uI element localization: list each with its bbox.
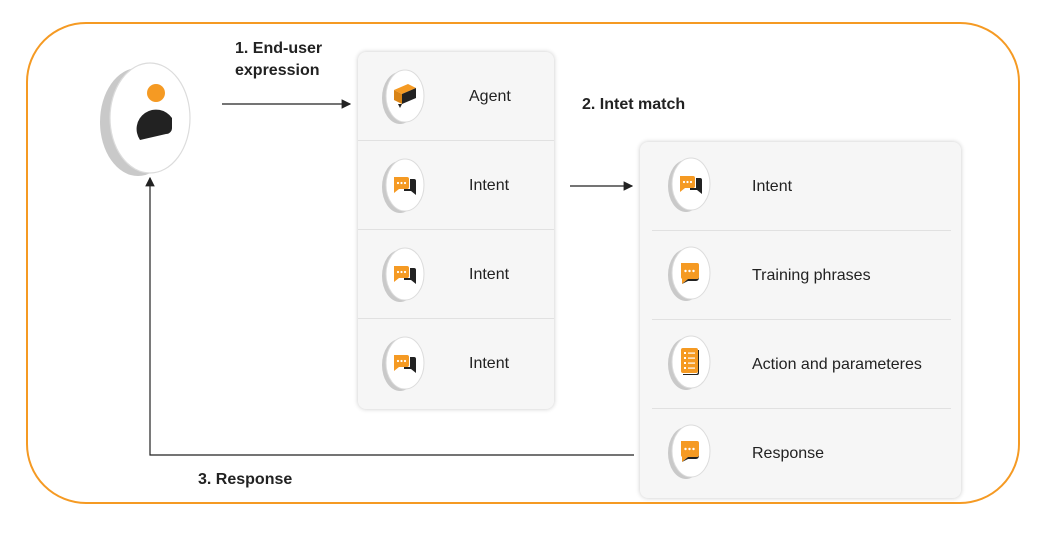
- chat-bubbles-icon: [381, 158, 425, 213]
- training-phrases-row[interactable]: Training phrases: [640, 231, 961, 320]
- chat-bubbles-icon: [381, 247, 425, 302]
- arrow-response: [145, 176, 634, 456]
- intent-row[interactable]: Intent: [640, 142, 961, 231]
- intent-label: Intent: [469, 266, 510, 283]
- speech-bubble-icon: [667, 424, 711, 479]
- training-phrases-label: Training phrases: [752, 267, 871, 284]
- intent-label: Intent: [752, 178, 793, 195]
- chat-bubbles-icon: [381, 336, 425, 391]
- intent-label: Intent: [469, 355, 510, 372]
- intent-row[interactable]: Intent: [358, 141, 554, 230]
- diagram-frame: [26, 22, 1020, 504]
- agent-label: Agent: [469, 88, 511, 105]
- action-parameters-label: Action and parameteres: [752, 356, 922, 373]
- agent-panel: Agent Intent Intent Intent: [358, 52, 554, 409]
- list-icon: [667, 335, 711, 390]
- intent-row[interactable]: Intent: [358, 319, 554, 408]
- intent-row[interactable]: Intent: [358, 230, 554, 319]
- agent-row[interactable]: Agent: [358, 52, 554, 141]
- step-1-label: 1. End-user expression: [235, 40, 323, 79]
- step-3-label: 3. Response: [198, 471, 293, 488]
- intent-detail-panel: Intent Training phrases Action and param…: [640, 142, 961, 498]
- speech-bubble-icon: [667, 246, 711, 301]
- intent-label: Intent: [469, 177, 510, 194]
- folder-icon: [381, 69, 425, 124]
- response-label: Response: [752, 445, 825, 462]
- step-2-label: 2. Intet match: [582, 96, 686, 113]
- response-row[interactable]: Response: [640, 409, 961, 498]
- user-icon: [100, 62, 191, 176]
- action-parameters-row[interactable]: Action and parameteres: [640, 320, 961, 409]
- chat-bubbles-icon: [667, 157, 711, 212]
